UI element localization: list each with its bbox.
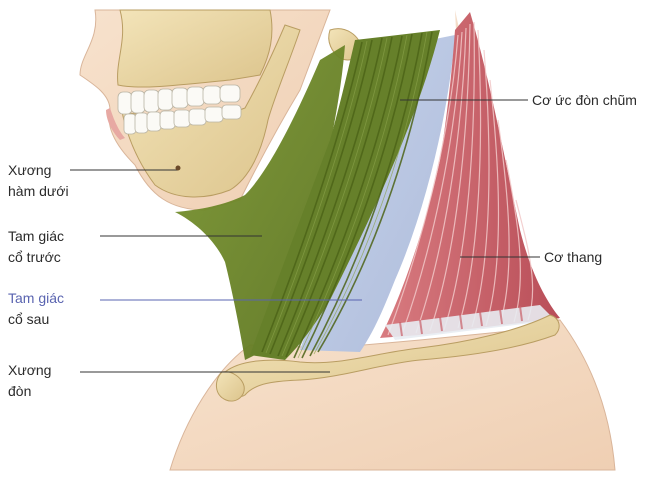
label-clavicle-line2: đòn bbox=[8, 383, 31, 399]
label-posterior-triangle-line2: cổ sau bbox=[8, 311, 49, 327]
label-mandible-line1: Xương bbox=[8, 162, 51, 178]
leader-mandible-dot bbox=[176, 166, 181, 171]
label-trapezius: Cơ thang bbox=[544, 249, 602, 265]
label-scm: Cơ ức đòn chũm bbox=[532, 92, 637, 108]
label-anterior-triangle-line2: cổ trước bbox=[8, 249, 61, 265]
skull-bone bbox=[118, 10, 272, 87]
label-anterior-triangle-line1: Tam giác bbox=[8, 228, 64, 244]
label-mandible-line2: hàm dưới bbox=[8, 183, 69, 199]
label-clavicle-line1: Xương bbox=[8, 362, 51, 378]
label-posterior-triangle-line1: Tam giác bbox=[8, 290, 64, 306]
